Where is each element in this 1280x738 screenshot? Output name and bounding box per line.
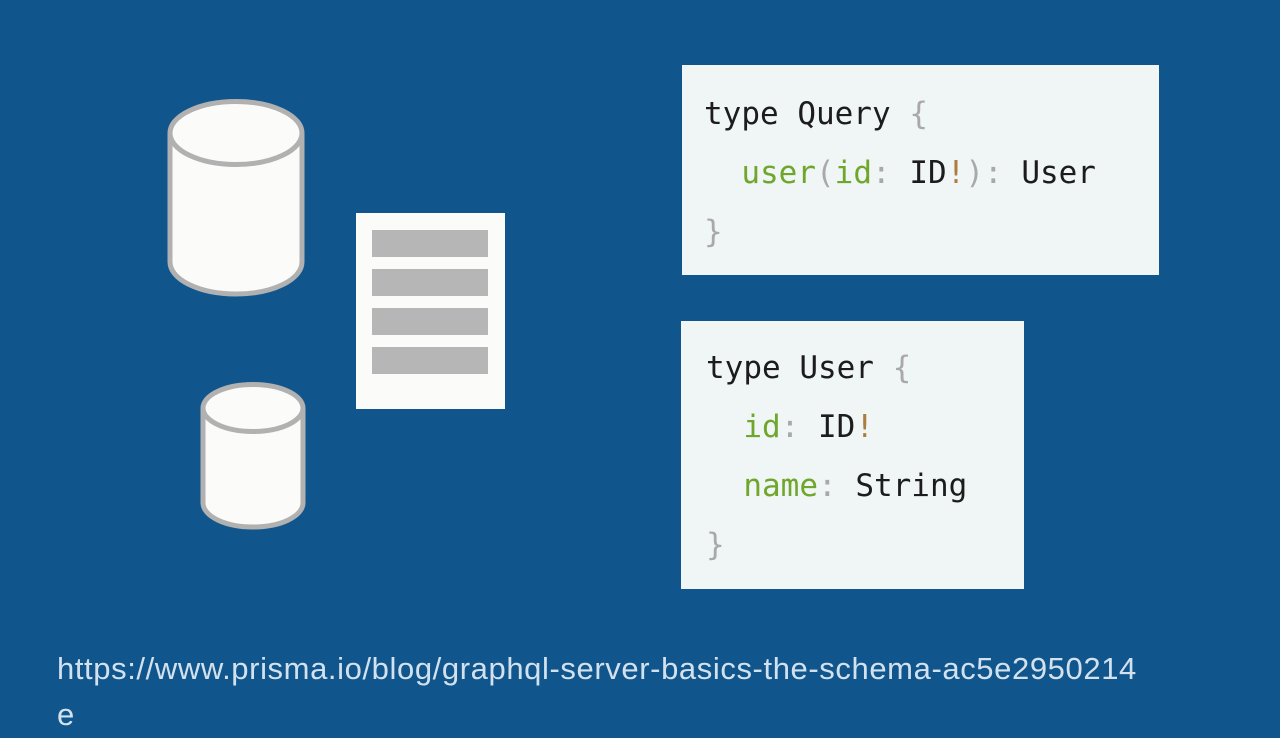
footer-url: https://www.prisma.io/blog/graphql-serve… xyxy=(57,646,1267,738)
code-token xyxy=(706,468,743,504)
document-text-bar xyxy=(372,269,488,296)
code-token: ): xyxy=(965,155,1003,191)
footer-url-line1: https://www.prisma.io/blog/graphql-serve… xyxy=(57,651,1137,686)
code-token: : xyxy=(817,468,837,504)
database-icon-large xyxy=(167,99,305,299)
code-token: ID xyxy=(890,155,947,191)
code-token xyxy=(704,155,741,191)
code-line: } xyxy=(704,203,1159,262)
code-token: ! xyxy=(855,409,874,445)
code-line: type User { xyxy=(706,339,1024,398)
document-text-bar xyxy=(372,230,488,257)
code-token: type Query xyxy=(704,96,910,132)
code-token: } xyxy=(704,214,723,250)
slide-canvas: { "page": { "description": "GraphQL sche… xyxy=(57,65,1159,732)
code-token: user xyxy=(741,155,816,191)
database-cylinder-icon xyxy=(167,99,305,297)
code-token: type User xyxy=(706,350,893,386)
code-token: id xyxy=(743,409,781,445)
code-token: ! xyxy=(946,155,966,191)
code-token: id xyxy=(834,155,872,191)
code-line: user(id: ID!): User xyxy=(704,144,1159,203)
document-text-bar xyxy=(372,308,488,335)
code-token: { xyxy=(892,350,912,386)
code-token: { xyxy=(909,96,928,132)
code-token: } xyxy=(706,527,725,563)
database-icon-small xyxy=(200,381,306,530)
code-token: : xyxy=(780,409,800,445)
code-line: id: ID! xyxy=(706,398,1024,457)
code-token: User xyxy=(1002,155,1096,191)
code-token: String xyxy=(836,468,968,504)
code-block-type-user: type User { id: ID! name: String} xyxy=(681,321,1024,589)
code-token xyxy=(706,409,743,445)
code-token: ( xyxy=(815,155,835,191)
code-token: : xyxy=(871,155,891,191)
code-line: name: String xyxy=(706,457,1024,516)
database-cylinder-icon xyxy=(200,382,306,530)
code-token: name xyxy=(743,468,818,504)
code-line: } xyxy=(706,516,1024,575)
code-block-type-query: type Query { user(id: ID!): User} xyxy=(682,65,1159,275)
code-token: ID xyxy=(799,409,856,445)
document-icon xyxy=(356,213,505,409)
code-line: type Query { xyxy=(704,85,1159,144)
document-text-bar xyxy=(372,347,488,374)
footer-url-line2: e xyxy=(57,697,75,732)
